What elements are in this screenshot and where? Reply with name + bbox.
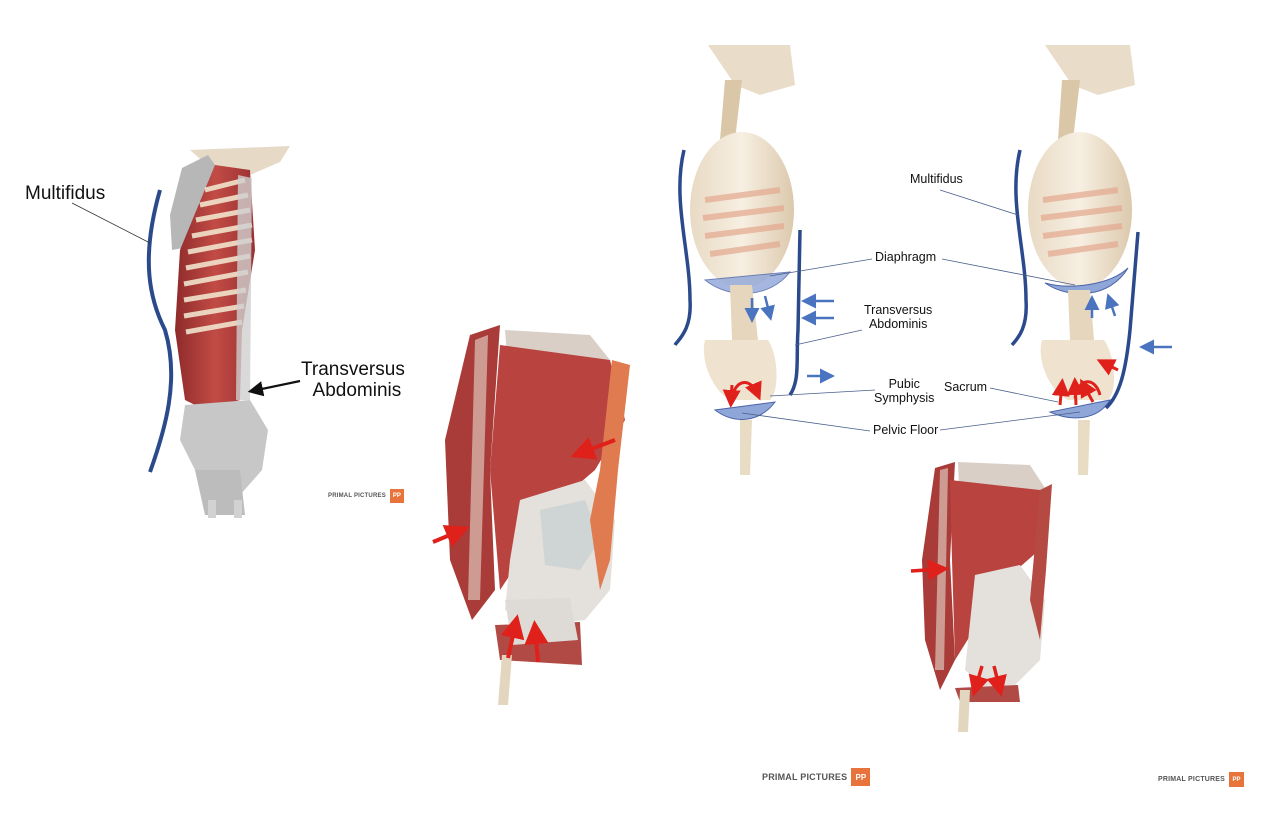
label-pelvic-floor: Pelvic Floor (873, 423, 939, 437)
label-transversus-left: Transversus Abdominis (301, 359, 405, 402)
skeleton-right-diagram (1010, 45, 1172, 475)
primal-pictures-logo-left: PRIMAL PICTURES PP (328, 489, 404, 503)
label-transversus-left-line2: Abdominis (312, 379, 402, 401)
label-transversus-right-line1: Transversus (864, 303, 933, 317)
label-multifidus-right: Multifidus (910, 172, 963, 186)
logo-text-right: PRIMAL PICTURES (1158, 776, 1226, 783)
lower-trunk-model-small (910, 462, 1052, 732)
logo-text-left: PRIMAL PICTURES (328, 493, 386, 499)
label-pubic-line1: Pubic (888, 377, 920, 391)
skeleton-left-diagram (673, 45, 835, 475)
primal-pictures-logo-center: PRIMAL PICTURES PP (762, 768, 871, 786)
multifidus-outline (146, 189, 174, 473)
label-transversus-right-line2: Abdominis (868, 316, 928, 331)
logo-badge-center: PP (851, 768, 871, 786)
label-transversus-right: Transversus Abdominis (864, 303, 933, 332)
label-pubic-line2: Symphysis (874, 390, 935, 405)
logo-text-center: PRIMAL PICTURES (762, 772, 848, 782)
lower-trunk-model-large (432, 325, 630, 705)
label-transversus-left-line1: Transversus (301, 359, 405, 380)
label-multifidus-left: Multifidus (25, 183, 106, 204)
logo-badge-right: PP (1229, 772, 1245, 787)
right-leader-lines (741, 189, 1081, 432)
label-diaphragm: Diaphragm (875, 250, 937, 264)
label-sacrum: Sacrum (944, 380, 988, 394)
primal-pictures-logo-right: PRIMAL PICTURES PP (1158, 772, 1245, 787)
label-pubic-symphysis: Pubic Symphysis (874, 377, 935, 406)
left-spine-figure (71, 146, 301, 518)
logo-badge-left: PP (389, 489, 404, 503)
